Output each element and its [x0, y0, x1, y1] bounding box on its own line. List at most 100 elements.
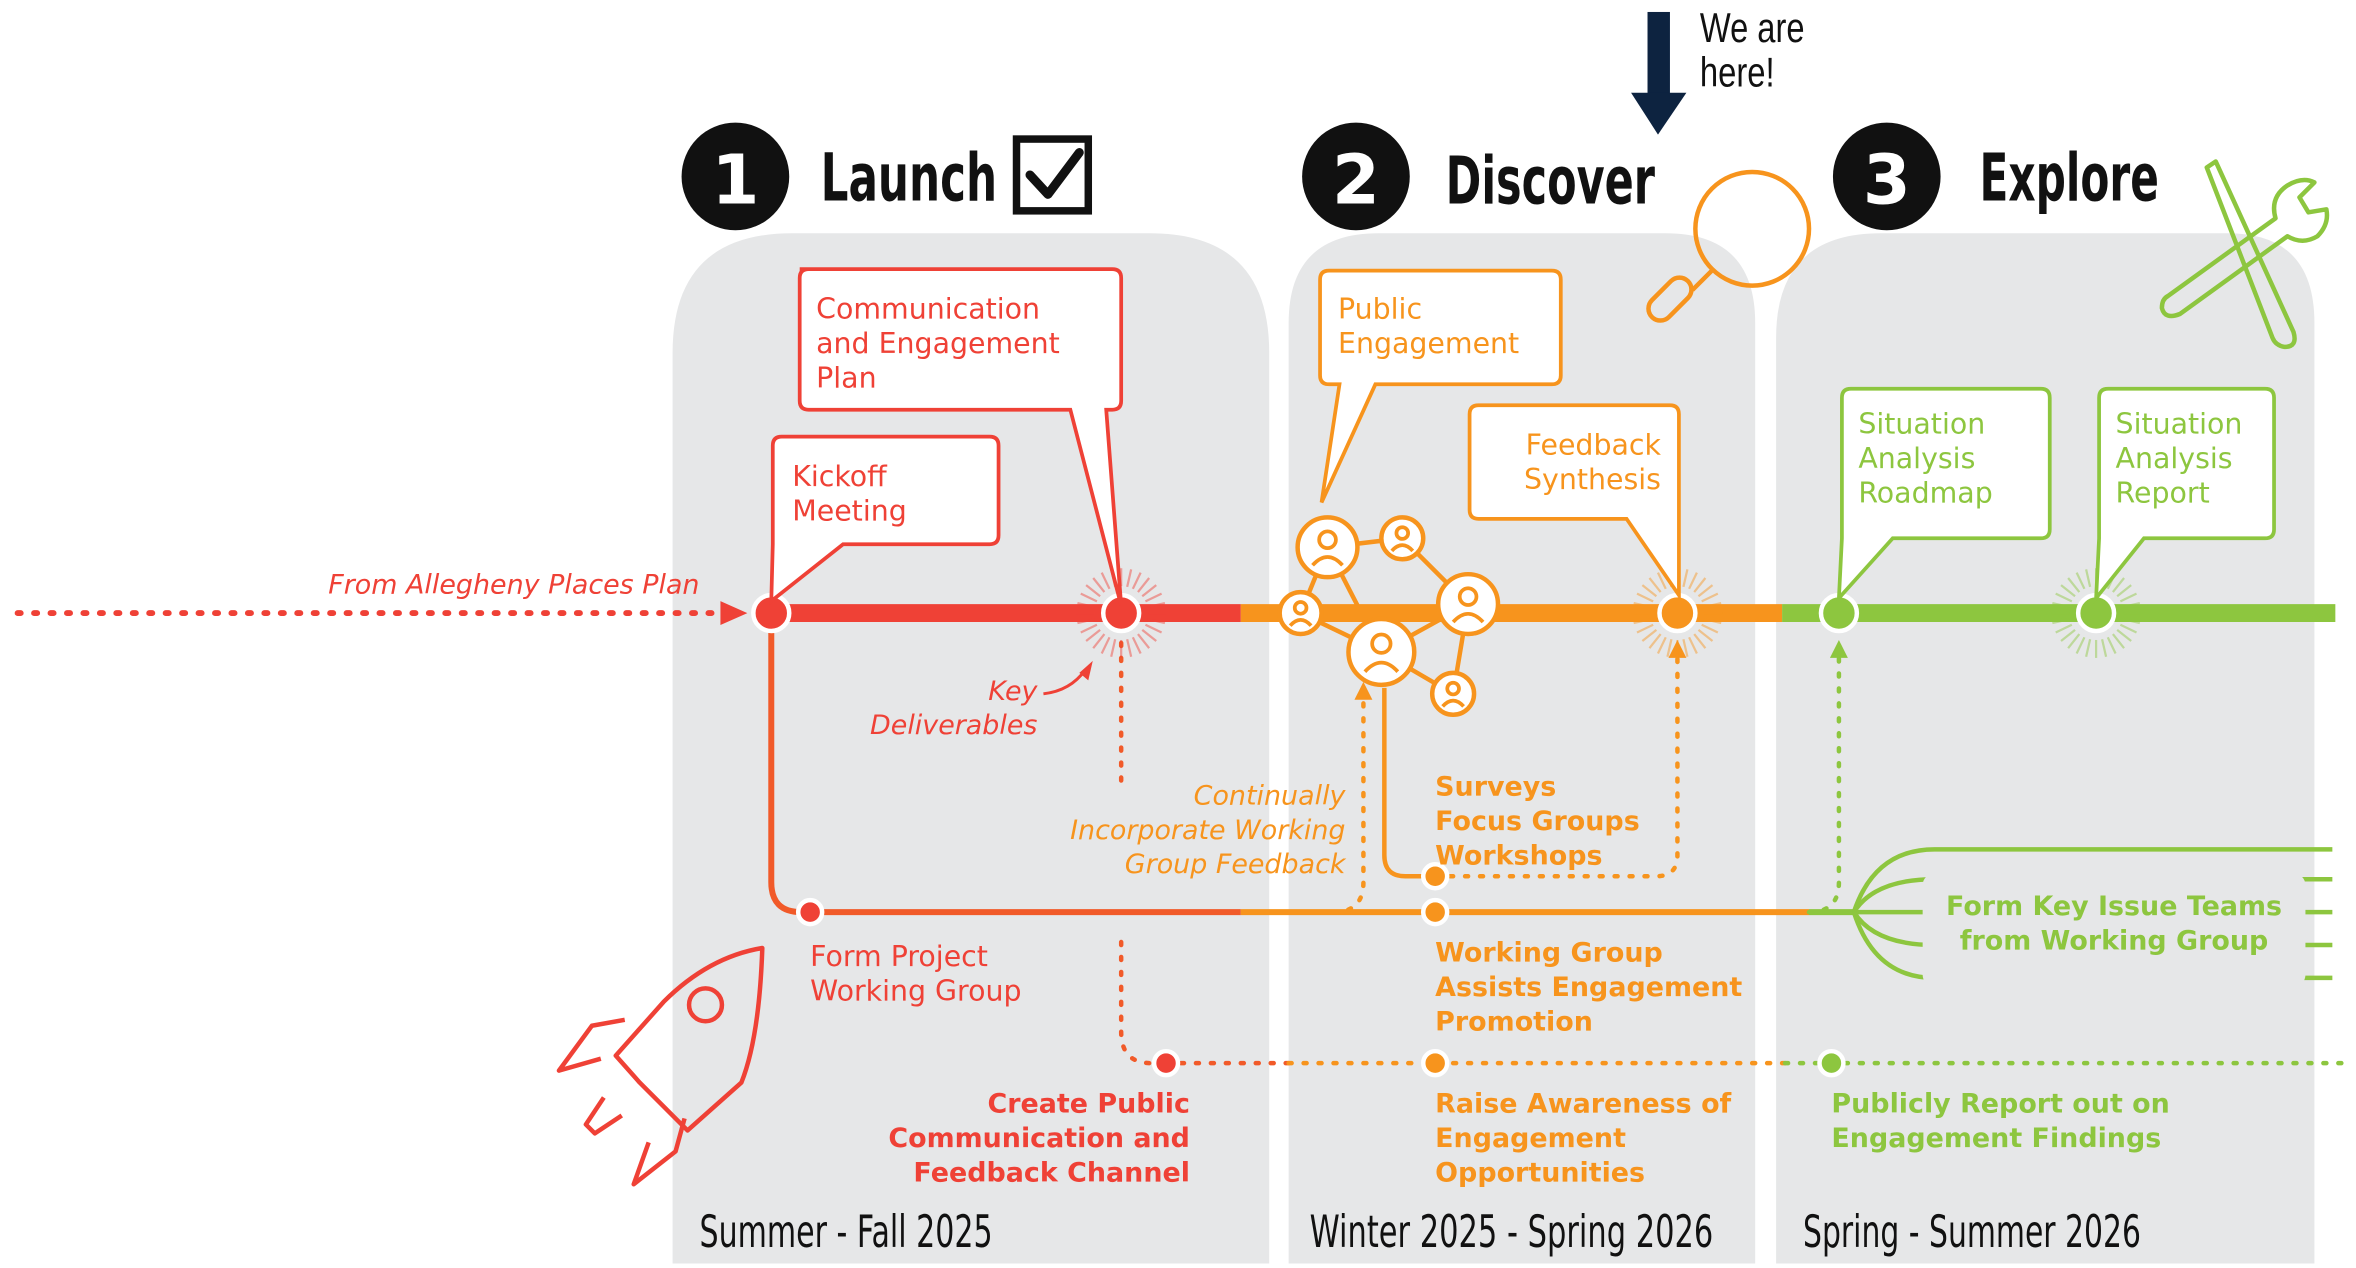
- situation-report-line2: Analysis: [2116, 442, 2233, 475]
- phase1-title: Launch: [821, 139, 997, 216]
- phase2-title: Discover: [1446, 142, 1656, 219]
- we-are-here-label-1: We are: [1700, 4, 1805, 51]
- we-are-here-label-2: here!: [1700, 49, 1775, 96]
- public-engagement-callout: Public Engagement: [1318, 268, 1563, 504]
- surveys-line1: Surveys: [1435, 771, 1556, 802]
- glow-ray: [2112, 577, 2125, 593]
- glow-ray: [1656, 636, 1667, 654]
- from-plan-label: From Allegheny Places Plan: [328, 570, 699, 601]
- glow-ray: [2119, 623, 2138, 634]
- glow-ray: [1701, 592, 1719, 603]
- roadmap-arrowhead: [1829, 639, 1848, 658]
- comm-plan-line1: Communication: [816, 292, 1040, 325]
- situation-roadmap-line3: Roadmap: [1858, 476, 1992, 509]
- kickoff-line1: Kickoff: [792, 460, 888, 493]
- raise-awareness-line2: Engagement: [1435, 1123, 1626, 1154]
- glow-ray: [2100, 639, 2108, 658]
- glow-ray: [1636, 623, 1654, 634]
- glow-ray: [2060, 628, 2076, 642]
- glow-ray: [2075, 636, 2086, 654]
- down-arrow-head-icon: [1631, 92, 1687, 135]
- situation-roadmap-callout: Situation Analysis Roadmap: [1836, 386, 2052, 604]
- form-project-node: [795, 897, 825, 927]
- form-project-label: Form Project Working Group: [810, 940, 1021, 1007]
- glow-ray: [2119, 592, 2138, 603]
- public-engagement-line2: Engagement: [1338, 327, 1519, 360]
- glow-ray: [1633, 617, 1652, 625]
- down-arrow-icon: [1647, 11, 1670, 99]
- glow-ray: [1092, 577, 1106, 593]
- glow-ray: [2067, 577, 2081, 593]
- glow-ray: [1682, 639, 1689, 658]
- glow-ray: [1648, 633, 1662, 649]
- key-deliverables-line2: Deliverables: [870, 710, 1037, 741]
- create-channel-line1: Create Public: [988, 1088, 1190, 1119]
- glow-ray: [1085, 628, 1101, 642]
- working-group-assists-label: Working Group Assists Engagement Promoti…: [1435, 937, 1742, 1037]
- glow-ray: [1077, 601, 1096, 609]
- phase1-period: Summer - Fall 2025: [700, 1205, 993, 1258]
- glow-ray: [1100, 572, 1111, 590]
- glow-ray: [2055, 592, 2073, 603]
- person-icon: [1435, 571, 1501, 637]
- glow-ray: [1703, 601, 1722, 609]
- continually-label: Continually Incorporate Working Group Fe…: [1070, 780, 1347, 880]
- person-icon: [1429, 670, 1477, 717]
- feedback-synthesis-callout: Feedback Synthesis: [1467, 403, 1681, 602]
- form-project-line2: Working Group: [810, 974, 1021, 1007]
- feedback-synthesis-line2: Synthesis: [1524, 463, 1661, 496]
- working-group-assists-line3: Promotion: [1435, 1006, 1593, 1037]
- glow-ray: [1703, 617, 1722, 625]
- comm-plan-line2: and Engagement: [816, 327, 1060, 360]
- public-engagement-line1: Public: [1338, 292, 1422, 325]
- form-key-issue-line2: from Working Group: [1960, 926, 2268, 957]
- surveys-line2: Focus Groups: [1435, 806, 1640, 837]
- create-channel-label: Create Public Communication and Feedback…: [888, 1088, 1190, 1188]
- glow-ray: [2052, 617, 2071, 625]
- create-channel-line2: Communication and: [888, 1123, 1190, 1154]
- synthesis-dotted-connector: [1432, 655, 1680, 879]
- glow-ray: [1648, 577, 1662, 593]
- situation-roadmap-line1: Situation: [1858, 408, 1985, 441]
- glow-ray: [1633, 601, 1652, 609]
- form-project-line1: Form Project: [810, 940, 988, 973]
- continually-line3: Group Feedback: [1125, 849, 1347, 880]
- glow-ray: [1131, 636, 1142, 654]
- surveys-node: [1420, 862, 1450, 891]
- raise-awareness-node: [1420, 1048, 1450, 1078]
- situation-roadmap-line2: Analysis: [1858, 442, 1975, 475]
- publicly-report-label: Publicly Report out on Engagement Findin…: [1831, 1088, 2169, 1153]
- glow-ray: [1147, 617, 1166, 625]
- form-key-issue-line1: Form Key Issue Teams: [1946, 891, 2282, 922]
- phase2-number-badge: [1302, 122, 1410, 231]
- glow-ray: [1100, 636, 1111, 654]
- working-group-assists-node: [1420, 897, 1450, 927]
- working-group-assists-line1: Working Group: [1435, 937, 1663, 968]
- roadmap-dotted-connector: [1806, 655, 1842, 915]
- glow-ray: [1688, 572, 1698, 590]
- glow-ray: [2122, 617, 2141, 625]
- glow-ray: [1080, 592, 1098, 603]
- glow-ray: [1137, 577, 1151, 593]
- situation-report-callout: Situation Analysis Report: [2093, 386, 2276, 604]
- glow-ray: [1697, 584, 1714, 598]
- person-icon: [1346, 616, 1417, 688]
- comm-plan-line3: Plan: [816, 361, 876, 394]
- glow-ray: [2122, 601, 2141, 609]
- glow-ray: [1641, 628, 1658, 642]
- glow-ray: [1693, 577, 1707, 593]
- kickoff-callout: Kickoff Meeting: [769, 434, 1001, 606]
- glow-ray: [2067, 633, 2081, 649]
- raise-awareness-line1: Raise Awareness of: [1435, 1088, 1731, 1119]
- synthesis-arrowhead: [1668, 639, 1687, 658]
- glow-ray: [1666, 639, 1673, 658]
- glow-ray: [1141, 628, 1157, 642]
- glow-ray: [1693, 633, 1707, 649]
- publicly-report-line1: Publicly Report out on: [1831, 1088, 2169, 1119]
- phase2-period: Winter 2025 - Spring 2026: [1310, 1205, 1714, 1258]
- tools-icon: [2159, 159, 2330, 350]
- glow-ray: [1682, 569, 1689, 588]
- glow-ray: [2075, 572, 2086, 590]
- phase3-title: Explore: [1979, 139, 2158, 216]
